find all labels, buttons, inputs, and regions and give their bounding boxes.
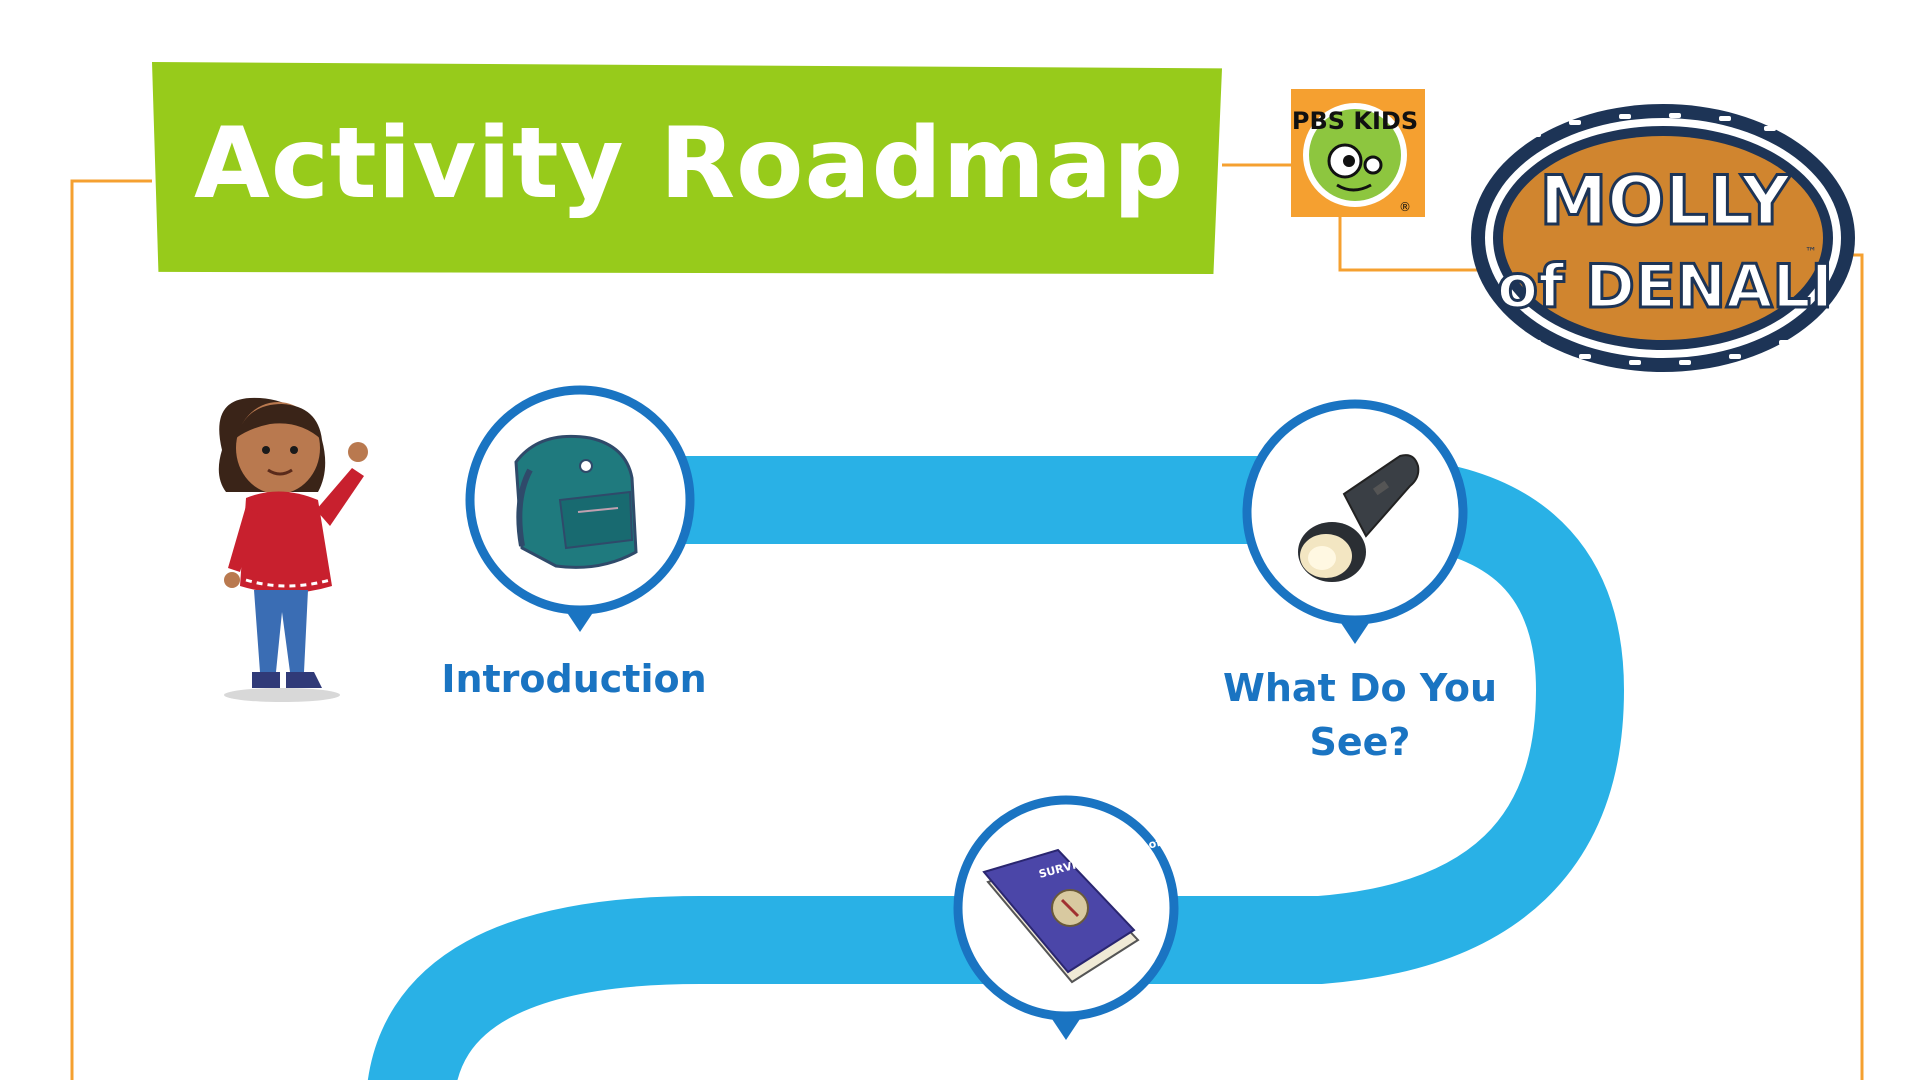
logo-trademark: ™: [1805, 245, 1817, 259]
pbs-registered-mark: ®: [1399, 200, 1411, 214]
page-title: Activity Roadmap: [194, 107, 1185, 221]
title-banner: Activity Roadmap: [152, 62, 1222, 274]
stop-label-what-do-you-see[interactable]: What Do You See?: [1222, 666, 1498, 764]
pbs-kids-logo[interactable]: PBS KIDS ®: [1291, 89, 1425, 217]
logo-text-molly: MOLLY: [1540, 162, 1792, 241]
flashlight-icon: [1298, 454, 1420, 582]
molly-of-denali-logo[interactable]: MOLLY of DENALI ™: [1469, 102, 1863, 376]
logo-text-of-denali: of DENALI: [1497, 252, 1833, 322]
backpack-icon: [514, 434, 638, 569]
pbs-logo-text: PBS KIDS: [1292, 107, 1418, 135]
stop-label-introduction[interactable]: Introduction: [441, 657, 707, 701]
